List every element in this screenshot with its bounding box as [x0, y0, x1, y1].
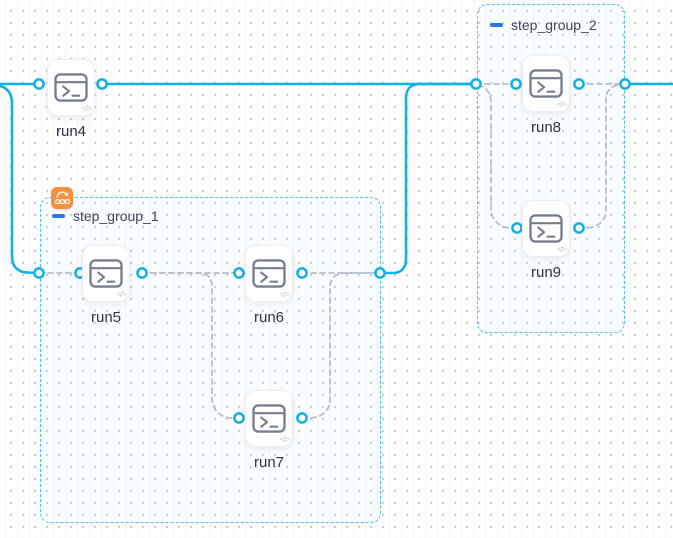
node-run4[interactable]: </> run4: [47, 59, 95, 140]
terminal-icon: [54, 73, 88, 102]
port-group2-in[interactable]: [470, 78, 482, 90]
edge-group2in-run9[interactable]: [477, 84, 518, 229]
edge-run5-run7[interactable]: [141, 272, 240, 419]
port-run9-out[interactable]: [573, 222, 585, 234]
port-run6-out[interactable]: [296, 267, 308, 279]
node-run9[interactable]: </> run9: [522, 200, 570, 281]
loop-items-badge-icon: [51, 187, 73, 209]
port-run8-in[interactable]: [510, 78, 522, 90]
port-run5-out[interactable]: [136, 267, 148, 279]
group-2-label: step_group_2: [511, 17, 597, 33]
port-group1-in[interactable]: [33, 267, 45, 279]
terminal-icon: [252, 259, 286, 288]
terminal-icon: [529, 69, 563, 98]
collapse-group-2-button[interactable]: [490, 23, 503, 27]
node-label: run5: [90, 309, 122, 326]
node-run6[interactable]: </> run6: [245, 245, 293, 326]
node-label: run8: [530, 119, 562, 136]
node-label: run9: [530, 264, 562, 281]
port-run7-out[interactable]: [296, 412, 308, 424]
node-label: run4: [55, 123, 87, 140]
node-run5[interactable]: </> run5: [82, 245, 130, 326]
terminal-icon: [252, 404, 286, 433]
code-icon: </>: [279, 434, 290, 444]
code-icon: </>: [556, 99, 567, 109]
port-run8-out[interactable]: [573, 78, 585, 90]
node-run7[interactable]: </> run7: [245, 390, 293, 471]
edge-run7-group1out[interactable]: [301, 272, 381, 419]
port-run4-in[interactable]: [33, 78, 45, 90]
collapse-group-1-button[interactable]: [52, 214, 65, 218]
port-group1-out[interactable]: [374, 267, 386, 279]
node-label: run6: [253, 309, 285, 326]
code-icon: </>: [81, 103, 92, 113]
edge-run9-group2out[interactable]: [578, 84, 626, 229]
port-run4-out[interactable]: [96, 78, 108, 90]
port-group2-out[interactable]: [619, 78, 631, 90]
port-run7-in[interactable]: [233, 412, 245, 424]
node-run8[interactable]: </> run8: [522, 55, 570, 136]
port-run6-in[interactable]: [233, 267, 245, 279]
edge-start-group1[interactable]: [0, 84, 41, 275]
edge-group1-group2[interactable]: [378, 82, 478, 275]
port-run9-in[interactable]: [511, 222, 523, 234]
code-icon: </>: [279, 289, 290, 299]
code-icon: </>: [116, 289, 127, 299]
terminal-icon: [89, 259, 123, 288]
code-icon: </>: [556, 244, 567, 254]
group-1-label: step_group_1: [73, 208, 159, 224]
node-label: run7: [253, 454, 285, 471]
terminal-icon: [529, 214, 563, 243]
